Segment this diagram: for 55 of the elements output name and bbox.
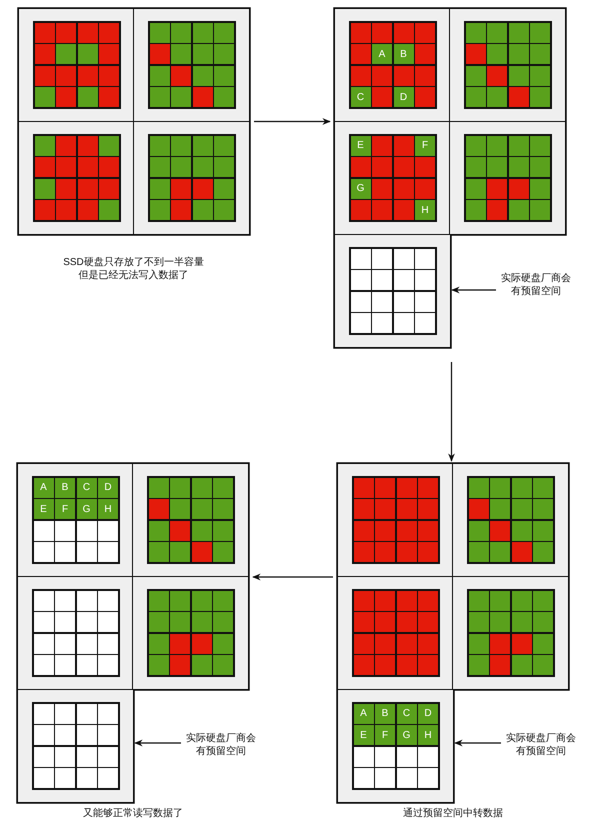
valid-page-cell: H [418,725,438,745]
flash-block [18,8,135,122]
flash-block [17,576,134,690]
caption-text: 通过预留空间中转数据 [402,807,504,820]
caption-text: 又能够正常读写数据了 [82,807,184,820]
flash-block [334,8,451,122]
valid-page-cell: A [34,478,54,498]
valid-page-cell: H [415,200,435,220]
caption-text: SSD硬盘只存放了不到一半容量但是已经无法写入数据了 [62,256,205,282]
arrow [134,740,181,746]
valid-page-cell: C [76,478,96,498]
valid-page-cell: A [372,44,392,64]
valid-page-cell: G [396,725,416,745]
valid-page-cell: D [418,704,438,724]
valid-page-cell: B [394,44,414,64]
flash-block [337,689,454,803]
flash-block [17,463,134,577]
valid-page-cell: E [34,499,54,519]
arrow [454,740,501,746]
valid-page-cell: D [98,478,118,498]
flash-block [449,8,566,122]
valid-page-cell: D [394,87,414,107]
valid-page-cell: G [350,178,370,198]
flash-block [452,576,569,690]
annotation-text: 实际硬盘厂商会有预留空间 [500,272,572,298]
valid-page-cell: E [350,136,370,156]
valid-page-cell: C [350,87,370,107]
valid-page-cell: B [55,478,75,498]
annotation-text: 实际硬盘厂商会有预留空间 [185,732,257,758]
valid-page-cell: A [354,704,374,724]
flash-block [337,463,454,577]
annotation-text: 实际硬盘厂商会有预留空间 [505,732,577,758]
flash-block [18,121,135,235]
arrow [254,118,331,125]
valid-page-cell: G [76,499,96,519]
flash-block [133,121,250,235]
flash-block [449,121,566,235]
valid-page-cell: B [375,704,395,724]
flash-block [334,234,451,348]
arrow [451,286,496,294]
flash-block [452,463,569,577]
flash-block [337,576,454,690]
flash-block [132,463,249,577]
valid-page-cell: F [55,499,75,519]
flash-block [133,8,250,122]
flash-block [132,576,249,690]
valid-page-cell: C [396,704,416,724]
arrow [448,362,455,462]
valid-page-cell: F [375,725,395,745]
valid-page-cell: E [354,725,374,745]
valid-page-cell: F [415,136,435,156]
flash-block [334,121,451,235]
valid-page-cell: H [98,499,118,519]
flash-block [17,689,134,803]
arrow [252,574,333,580]
